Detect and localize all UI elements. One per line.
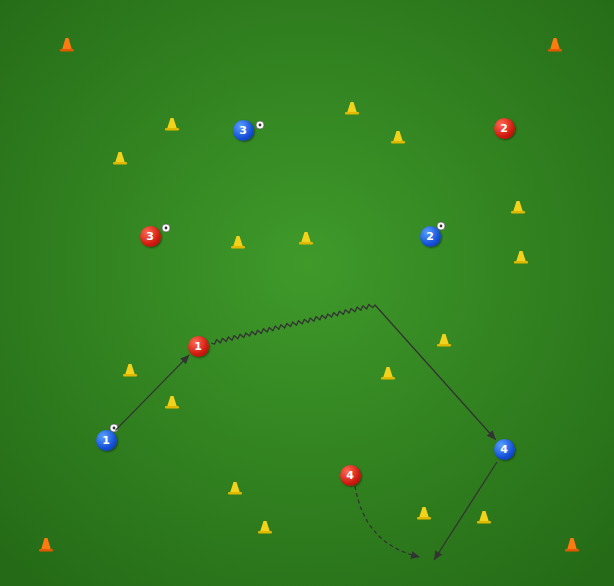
player-token: 4 xyxy=(340,465,361,486)
player-number: 4 xyxy=(500,444,508,455)
player-number: 2 xyxy=(500,123,508,134)
marker-cones xyxy=(113,102,528,534)
player-number: 4 xyxy=(346,470,354,481)
balls xyxy=(110,121,445,432)
player-token: 2 xyxy=(494,118,515,139)
pass-arrow xyxy=(115,355,189,431)
player-token: 2 xyxy=(420,226,441,247)
player-token: 3 xyxy=(140,226,161,247)
movement-arrows xyxy=(355,462,497,560)
player-number: 3 xyxy=(239,125,247,136)
player-number: 3 xyxy=(146,231,154,242)
dribble-pass-arrow xyxy=(211,304,496,439)
player-token: 4 xyxy=(494,439,515,460)
player-token: 1 xyxy=(188,336,209,357)
player-number: 2 xyxy=(426,231,434,242)
player-number: 1 xyxy=(102,435,110,446)
player-token: 3 xyxy=(233,120,254,141)
player-number: 1 xyxy=(194,341,202,352)
player-token: 1 xyxy=(96,430,117,451)
corner-cones xyxy=(39,38,579,552)
